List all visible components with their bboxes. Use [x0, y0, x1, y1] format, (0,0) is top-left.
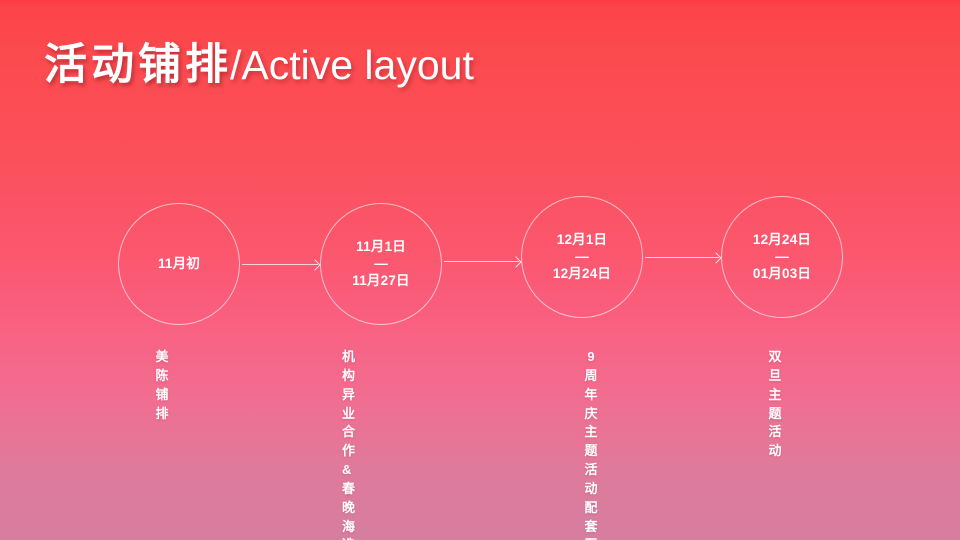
timeline-caption-2: 机构异业合作 &春晚海选 &配套互动 — [342, 349, 356, 540]
timeline-date-start-3: 12月1日 — [556, 232, 608, 248]
timeline-circle-2[interactable]: 11月1日 — 11月27日 — [320, 203, 442, 325]
timeline-connector-3-4 — [645, 257, 719, 258]
timeline-circle-4[interactable]: 12月24日 — 01月03日 — [721, 196, 843, 318]
page-title-english: /Active layout — [230, 42, 474, 88]
timeline-date-dash-3: — — [575, 248, 589, 264]
timeline-date-end-3: 12月24日 — [552, 266, 612, 282]
timeline-circle-3[interactable]: 12月1日 — 12月24日 — [521, 196, 643, 318]
timeline-date-start-1: 11月初 — [157, 256, 201, 272]
timeline-date-end-4: 01月03日 — [752, 266, 812, 282]
timeline-connector-1-2 — [242, 264, 318, 265]
timeline-caption-4: 双旦主题活动 — [768, 349, 782, 459]
page-title: 活动铺排/Active layout — [44, 44, 474, 87]
page-title-chinese: 活动铺排 — [44, 41, 232, 89]
timeline-circle-1[interactable]: 11月初 — [118, 203, 240, 325]
timeline-date-start-2: 11月1日 — [356, 239, 406, 255]
timeline-date-end-2: 11月27日 — [352, 273, 410, 289]
timeline-caption-3: 9周年庆主题活动 配套互动 — [584, 349, 598, 540]
timeline-caption-1: 美陈铺排 — [155, 349, 169, 421]
timeline-date-start-4: 12月24日 — [752, 232, 812, 248]
timeline-date-dash-2: — — [374, 255, 388, 271]
timeline-connector-2-3 — [444, 261, 519, 262]
timeline-date-dash-4: — — [775, 248, 789, 264]
